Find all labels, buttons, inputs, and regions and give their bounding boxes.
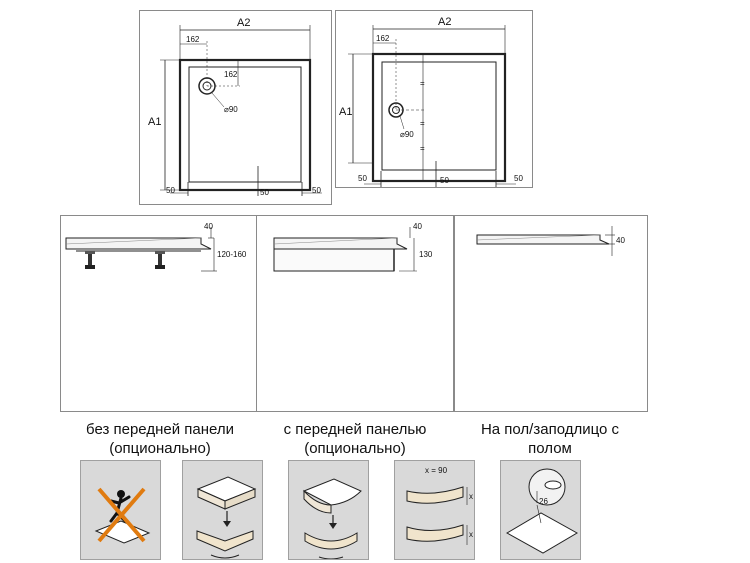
tray-profile	[273, 237, 408, 250]
dim-162-side: 162	[224, 70, 238, 79]
dim-eq-2: =	[420, 119, 425, 128]
thumb-panel-cut: x = 90 x x	[394, 460, 475, 560]
section-panel-drawing: 40 130	[273, 222, 433, 272]
thumb-no-climbing-warning	[80, 460, 161, 560]
dim-40: 40	[616, 236, 625, 245]
dim-40: 40	[204, 222, 213, 231]
front-panel	[273, 248, 395, 272]
dim-120-160: 120-160	[217, 250, 247, 259]
dim-130: 130	[419, 250, 433, 259]
person-icon	[117, 490, 125, 498]
dim-eq-3: =	[420, 144, 425, 153]
dim-50-left: 50	[358, 174, 367, 183]
tray-profile	[476, 234, 610, 245]
thumb-install-legs	[182, 460, 263, 560]
dim-a2: A2	[438, 16, 451, 28]
dim-eq-1: =	[420, 79, 425, 88]
x-marker-1: x	[469, 492, 473, 501]
dim-40: 40	[413, 222, 422, 231]
dim-a2: A2	[237, 17, 250, 29]
section-legs-drawing: 40 120-160	[65, 222, 247, 272]
dim-162-top: 162	[186, 35, 200, 44]
plan-view-square: A2 162 162 ⌀90 A1 50 50 50	[139, 10, 332, 205]
section-view-flush: 40	[454, 215, 648, 412]
dim-50-mid: 50	[260, 188, 269, 197]
curved-panel-icon	[406, 524, 464, 542]
section-view-panel: 40 130	[256, 215, 454, 412]
plan-view-rect-drawing: A2 162 = = = ⌀90 A1 50 50 50	[339, 16, 523, 187]
dim-50-right: 50	[514, 174, 523, 183]
tray-icon	[505, 512, 579, 554]
tray-outline	[371, 52, 507, 183]
section-view-legs: 40 120-160	[60, 215, 258, 412]
panel-icon	[196, 530, 254, 552]
x-equals-label: x = 90	[425, 466, 448, 475]
dim-a1: A1	[148, 116, 161, 128]
section-flush-drawing: 40	[476, 226, 625, 256]
caption-flush: На пол/заподлицо с полом	[480, 421, 620, 457]
caption-no-panel: без передней панели (опционально)	[86, 421, 234, 457]
rotate-arrow-icon	[210, 554, 240, 559]
plan-view-rect: A2 162 = = = ⌀90 A1 50 50 50	[335, 10, 533, 188]
dim-a1: A1	[339, 106, 352, 118]
leg-icon	[85, 251, 95, 254]
thumb-install-panel-quadrant	[288, 460, 369, 560]
dim-162-top: 162	[376, 34, 390, 43]
curved-panel-icon	[304, 532, 358, 550]
dim-drain: ⌀90	[400, 130, 414, 139]
tray-profile	[65, 237, 212, 250]
thumb-flush-floor: 26	[500, 460, 581, 560]
tray-icon	[302, 478, 362, 506]
leg-icon	[155, 251, 165, 254]
tray-outline	[178, 58, 312, 192]
dim-50-right: 50	[312, 186, 321, 195]
tray-inner	[381, 61, 497, 171]
dim-drain: ⌀90	[224, 105, 238, 114]
tray-inner	[188, 66, 302, 183]
curved-panel-icon	[406, 486, 464, 504]
plan-view-square-drawing: A2 162 162 ⌀90 A1 50 50 50	[148, 17, 322, 197]
caption-with-panel: с передней панелью (опционально)	[283, 421, 427, 457]
dim-50-left: 50	[166, 186, 175, 195]
rotate-arrow-icon	[318, 556, 344, 559]
depth-26: 26	[539, 497, 548, 506]
dim-50-mid: 50	[440, 176, 449, 185]
x-marker-2: x	[469, 530, 473, 539]
